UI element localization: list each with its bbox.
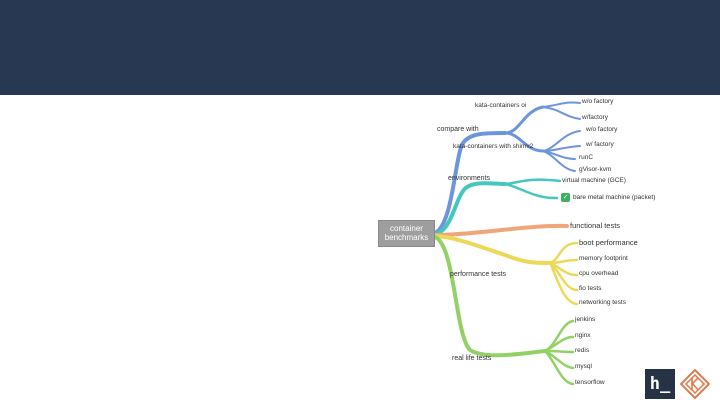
branch-performance bbox=[433, 234, 552, 265]
slide-header-band bbox=[0, 0, 720, 95]
h-logo: h_ bbox=[645, 369, 675, 399]
leaf-memory-footprint: memory footprint bbox=[579, 255, 628, 262]
branch-compare bbox=[433, 131, 507, 235]
leaf-redis: redis bbox=[575, 347, 590, 354]
leaf-fio-tests: fio tests bbox=[579, 285, 602, 292]
root-line-1: container bbox=[390, 223, 423, 233]
mindmap-branches bbox=[433, 101, 581, 386]
leaf-gvisor-kvm: gVisor-kvm bbox=[579, 166, 612, 173]
leaf-wo-factory-1: w/o factory bbox=[582, 98, 614, 105]
node-real-life-tests: real life tests bbox=[452, 355, 492, 362]
leaf-virtual-machine: virtual machine (GCE) bbox=[562, 177, 626, 184]
leaf-bare-metal: bare metal machine (packet) bbox=[573, 194, 656, 201]
diamond-k-icon bbox=[679, 368, 711, 400]
leaf-networking-tests: networking tests bbox=[579, 299, 626, 306]
branch-environments bbox=[433, 181, 507, 236]
branch-functional bbox=[433, 223, 569, 237]
node-functional-tests: functional tests bbox=[570, 221, 621, 230]
checkmark-icon: ✓ bbox=[561, 193, 570, 202]
mindmap: container benchmarks compare with kata-c… bbox=[375, 95, 665, 395]
mindmap-root-node: container benchmarks bbox=[378, 220, 435, 247]
leaf-w-factory-2: w/ factory bbox=[586, 141, 614, 148]
node-compare-with: compare with bbox=[437, 126, 479, 133]
leaf-tensorflow: tensorflow bbox=[575, 379, 605, 386]
branch-real-life bbox=[433, 235, 547, 358]
node-performance-tests: performance tests bbox=[450, 271, 507, 278]
leaf-mysql: mysql bbox=[575, 363, 592, 370]
leaf-wo-factory-2: w/o factory bbox=[586, 126, 618, 133]
leaf-w-factory-1: w/factory bbox=[582, 114, 609, 121]
leaf-jenkins: jenkins bbox=[575, 316, 596, 323]
leaf-nginx: nginx bbox=[575, 332, 591, 339]
root-line-2: benchmarks bbox=[384, 232, 429, 242]
slide-body bbox=[0, 95, 720, 405]
node-kata-oi: kata-containers oi bbox=[475, 102, 527, 109]
leaf-cpu-overhead: cpu overhead bbox=[579, 270, 619, 277]
leaf-runc: runC bbox=[579, 154, 594, 161]
node-kata-shim: kata-containers with shimv2 bbox=[453, 143, 534, 150]
node-environments: environments bbox=[448, 175, 491, 182]
leaf-boot-performance: boot performance bbox=[579, 238, 638, 247]
